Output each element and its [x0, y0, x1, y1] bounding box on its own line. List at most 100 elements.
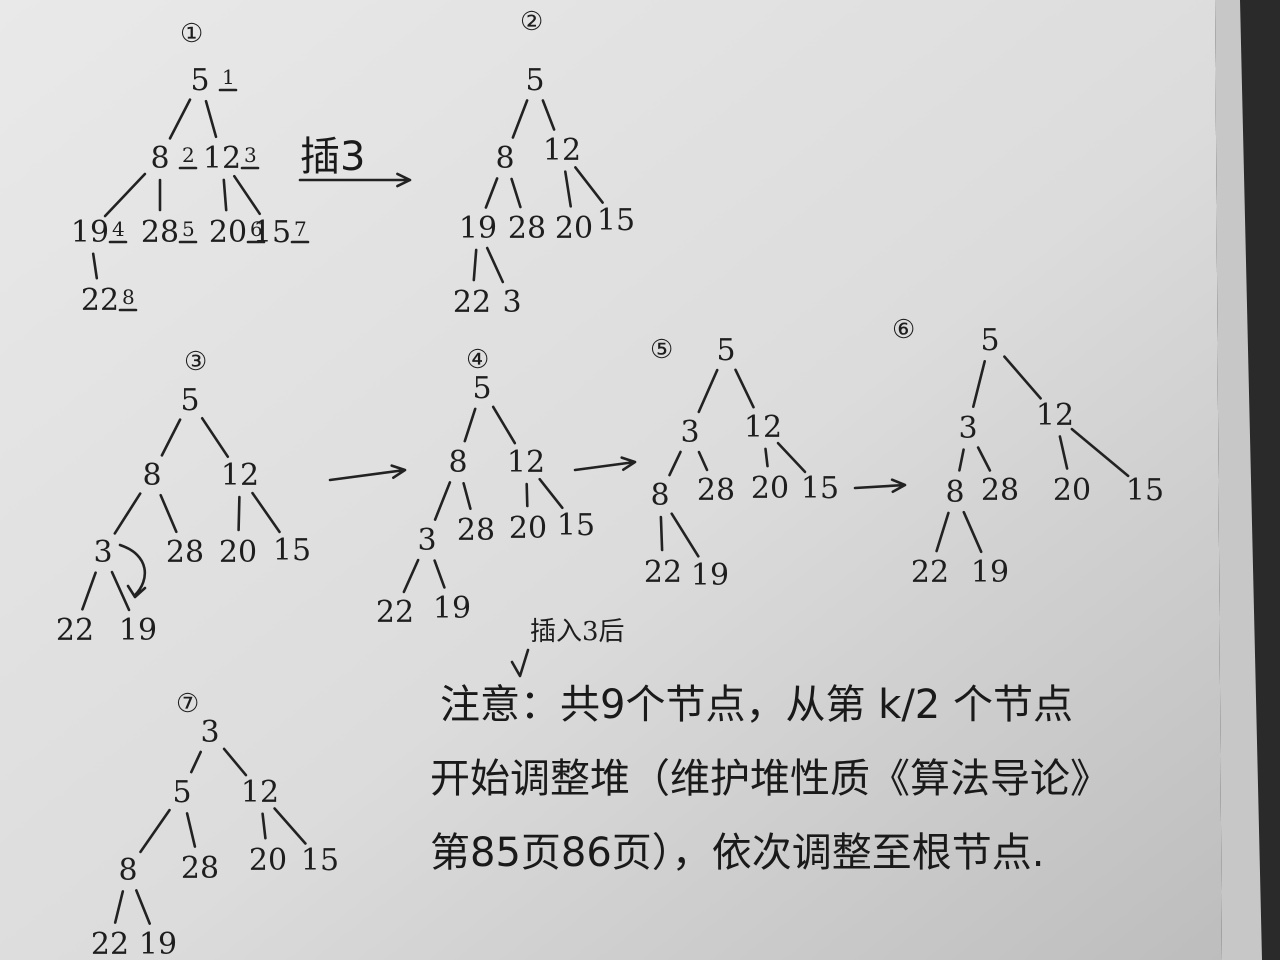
tree-node: 12 [507, 445, 545, 480]
tree-node: 8 [118, 853, 137, 888]
tree-label-7: ⑦ [176, 689, 199, 719]
tree-edge [463, 407, 477, 443]
note-line-1: 注意：共9个节点，从第 k/2 个节点 [440, 682, 1073, 728]
tree-node: 19 [433, 591, 471, 626]
transition-arrow-4 [853, 478, 907, 494]
node-index-mark: 2 [182, 143, 195, 167]
tree-node: 5 [525, 63, 544, 98]
node-index-mark: 4 [112, 217, 125, 241]
note-line-3: 第85页86页），依次调整至根节点. [430, 830, 1045, 876]
tree-node: 12 [744, 410, 782, 445]
tree-node: 28 [141, 215, 179, 250]
tree-edge [185, 812, 197, 848]
tree-node: 19 [71, 215, 109, 250]
tree-edge [697, 450, 709, 472]
tree-node: 20 [751, 471, 789, 506]
tree-edge [433, 481, 452, 521]
insert-label: 插入3后 [530, 617, 625, 647]
tree-node: 8 [650, 478, 669, 513]
tree-edge [190, 750, 202, 774]
tree-edge [462, 481, 472, 511]
tree-node: 5 [180, 383, 199, 418]
tree-edge [935, 511, 950, 553]
node-index-mark: 3 [244, 143, 257, 167]
tree-edge [734, 368, 755, 409]
tree-edge [764, 447, 769, 468]
tree-edge [541, 99, 556, 131]
arrows-layer: 插3 [298, 134, 907, 494]
tree-node: 22 [81, 283, 119, 318]
tree-node: 20 [1053, 473, 1091, 508]
swap-arrow-icon [118, 543, 147, 599]
tree-edge [659, 515, 664, 552]
annotation-note: 插入3后 注意：共9个节点，从第 k/2 个节点 开始调整堆（维护堆性质《算法导… [430, 617, 1110, 876]
tree-node: 12 [1036, 398, 1074, 433]
tree-edge [511, 99, 529, 139]
tree-edge [251, 491, 281, 534]
tree-edge [670, 512, 700, 558]
tree-edge [200, 416, 230, 459]
tree-edge [563, 170, 573, 208]
tree-node: 19 [139, 927, 177, 960]
tree-node: 12 [241, 775, 279, 810]
tree-node: 3 [958, 411, 977, 446]
tree-edge [261, 812, 267, 840]
tree-edge [1058, 435, 1069, 470]
tree-node: 28 [166, 535, 204, 570]
tree-node: 5 [980, 323, 999, 358]
tree-label-2: ② [520, 7, 543, 37]
paper-underlay [1215, 0, 1262, 960]
transition-arrow-3 [573, 456, 637, 472]
tree-node: 19 [971, 555, 1009, 590]
tree-edge [222, 747, 248, 777]
tree-node: 12 [203, 141, 241, 176]
arrow-right-icon [573, 456, 637, 472]
tree-node: 22 [376, 595, 414, 630]
tree-label-1: ① [180, 19, 203, 49]
tree-edge [697, 368, 719, 414]
tree-edge [484, 177, 499, 209]
tree-node: 15 [253, 215, 291, 250]
paper-background [0, 0, 1222, 960]
tree-node: 12 [543, 133, 581, 168]
tree-node: 3 [417, 523, 436, 558]
node-index-mark: 8 [122, 285, 135, 309]
tree-node: 22 [453, 285, 491, 320]
tree-edge [273, 807, 307, 845]
tree-edge [510, 177, 522, 209]
tree-node: 22 [911, 555, 949, 590]
tree-edge [81, 571, 97, 611]
tree-edge [574, 166, 604, 204]
tree-node: 15 [597, 203, 635, 238]
tree-node: 28 [981, 473, 1019, 508]
tree-node: 19 [119, 613, 157, 648]
tree-node: 15 [801, 471, 839, 506]
tree-node: 28 [181, 851, 219, 886]
tree-edge [237, 495, 241, 532]
tree-edge [139, 808, 171, 854]
node-index-mark: 6 [250, 217, 263, 241]
tree-edge [485, 246, 505, 284]
transition-arrow-1: 插3 [298, 134, 412, 188]
tree-node: 20 [219, 535, 257, 570]
tree-node: 15 [557, 508, 595, 543]
tree-node: 20 [555, 211, 593, 246]
tree-node: 22 [91, 927, 129, 960]
tree-label-6: ⑥ [892, 315, 915, 345]
tree-node: 3 [502, 285, 521, 320]
tree-node: 19 [459, 211, 497, 246]
tree-node: 12 [221, 458, 259, 493]
tree-edge [110, 570, 131, 612]
tree-edge [160, 418, 182, 457]
arrow-right-icon [853, 478, 907, 494]
tree-edge [962, 510, 983, 554]
tree-edge [91, 252, 99, 280]
node-index-mark: 7 [294, 217, 307, 241]
tree-node: 20 [509, 511, 547, 546]
